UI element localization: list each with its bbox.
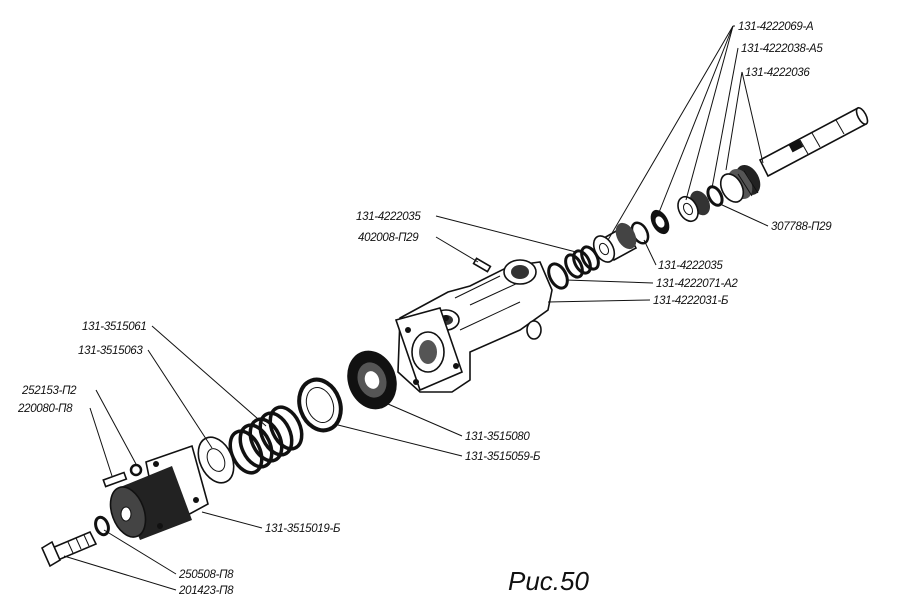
label-131-4222069-a: 131-4222069-А — [738, 21, 814, 33]
label-131-3515059-b: 131-3515059-Б — [465, 451, 541, 463]
label-131-4222071-a2: 131-4222071-А2 — [656, 278, 738, 290]
label-131-3515080: 131-3515080 — [465, 431, 530, 443]
spool-sleeve — [592, 222, 638, 263]
small-screw — [102, 463, 143, 488]
label-201423-p8: 201423-П8 — [178, 585, 234, 597]
large-spring — [228, 405, 304, 475]
small-spring — [564, 245, 600, 279]
figure-caption: Рис.50 — [508, 566, 589, 596]
cylinder-cover — [109, 444, 209, 540]
ring-seal — [547, 262, 569, 290]
bushing — [677, 190, 711, 223]
label-307788-p29: 307788-П29 — [771, 221, 832, 233]
label-131-4222036: 131-4222036 — [745, 67, 810, 79]
label-131-4222035-top: 131-4222035 — [356, 211, 421, 223]
label-131-3515063: 131-3515063 — [78, 345, 143, 357]
label-131-4222038-a5: 131-4222038-А5 — [741, 43, 823, 55]
label-252153-p2: 252153-П2 — [21, 385, 77, 397]
retaining-ring — [297, 377, 343, 433]
o-ring-small — [706, 185, 724, 207]
label-402008-p29: 402008-П29 — [358, 232, 419, 244]
large-seal — [347, 350, 397, 410]
label-131-3515019-b: 131-3515019-Б — [265, 523, 341, 535]
label-250508-p8: 250508-П8 — [178, 569, 234, 581]
part-labels: 131-4222069-А 131-4222038-А5 131-4222036… — [17, 21, 833, 597]
label-131-4222035-mid: 131-4222035 — [658, 260, 723, 272]
bolt — [40, 515, 110, 568]
spring-seat-washer — [197, 436, 235, 484]
valve-housing — [394, 259, 553, 393]
label-131-4222031-b: 131-4222031-Б — [653, 295, 729, 307]
threaded-cap — [719, 164, 761, 203]
label-220080-p8: 220080-П8 — [17, 403, 73, 415]
shaft-rod — [758, 106, 869, 178]
label-131-3515061: 131-3515061 — [82, 321, 147, 333]
leader-lines — [63, 25, 769, 591]
